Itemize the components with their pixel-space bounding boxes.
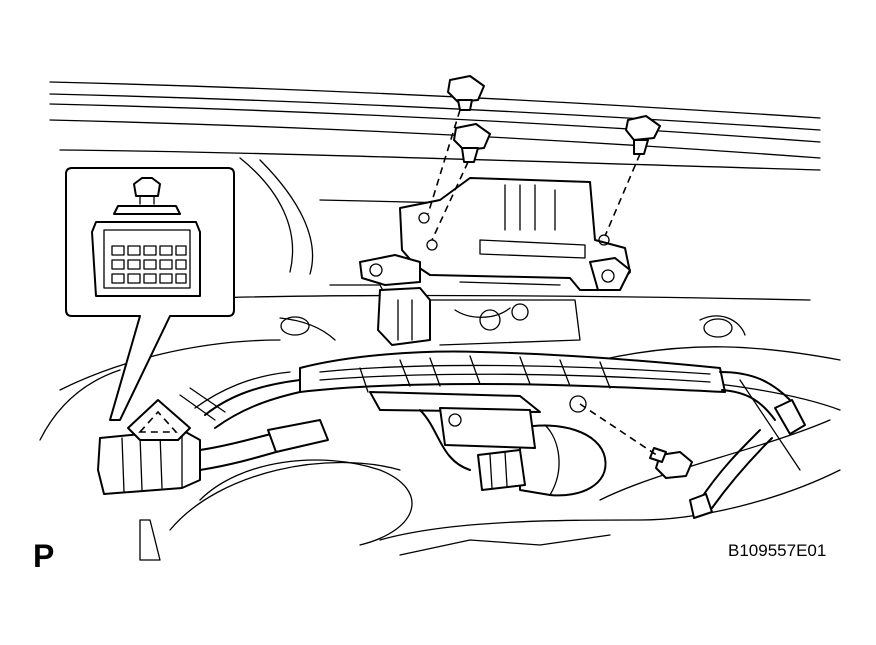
view-letter: P [33,538,55,574]
harness-connector [97,419,329,495]
column-mechanism [377,281,581,346]
connector-detail-callout [65,167,235,421]
bolt-icon [453,123,491,163]
column-upper-bracket [359,177,631,291]
bolt-icon [625,115,661,155]
bolt-icon [447,75,485,111]
bolts [447,75,693,479]
wire-harness [179,350,806,519]
terminal-cavities [111,245,187,284]
motor-assembly [439,407,607,497]
background-body-panels [39,81,841,561]
figure-id: B109557E01 [728,541,827,560]
connector-face-icon [91,177,201,297]
bolt-icon [649,447,693,479]
clip-icon [127,399,191,441]
bolt-guide-lines [427,109,659,457]
